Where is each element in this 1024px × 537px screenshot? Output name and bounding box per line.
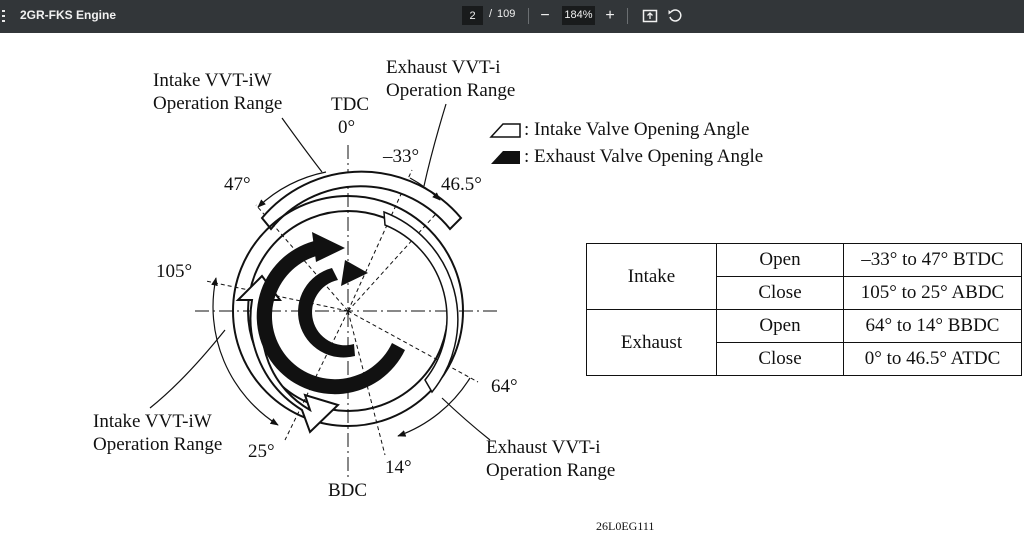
angle-47-label: 47° (224, 174, 251, 195)
table-row: Close 105° to 25° ABDC (587, 276, 1022, 310)
page-number-input[interactable] (462, 6, 483, 25)
table-row: Exhaust Open 64° to 14° BBDC (586, 309, 1022, 376)
table-row: Close 0° to 46.5° ATDC (587, 342, 1022, 376)
zoom-in-button[interactable]: + (605, 7, 615, 24)
table-type-cell: Close (716, 276, 844, 310)
tdc-label: TDC (331, 94, 369, 115)
document-page: Intake VVT-iW Operation Range Exhaust VV… (0, 33, 1024, 537)
menu-icon[interactable] (2, 7, 12, 25)
intake-valve-band (260, 170, 463, 231)
leader-exhaust-top (423, 103, 447, 187)
radial-line-64 (347, 310, 479, 383)
table-value-cell: 0° to 46.5° ATDC (843, 342, 1022, 376)
table-type-cell: Open (716, 309, 844, 343)
fit-page-icon[interactable] (640, 5, 660, 27)
table-value-cell: 105° to 25° ABDC (843, 276, 1022, 310)
exhaust-range-label-top: Exhaust VVT-i Operation Range (386, 57, 516, 101)
intake-legend-icon (489, 123, 521, 138)
angle-105-label: 105° (156, 261, 193, 282)
angle-46-5-label: 46.5° (441, 174, 482, 195)
intake-range-label-bottom: Intake VVT-iW Operation Range (93, 411, 223, 455)
table-group-cell: Exhaust (586, 309, 717, 376)
figure-id: 26L0EG111 (596, 519, 655, 533)
table-row: Intake Open –33° to 47° BTDC (586, 243, 1022, 310)
leader-exhaust-bottom (441, 397, 491, 441)
angle-0-label: 0° (338, 117, 356, 138)
legend-intake-text: : Intake Valve Opening Angle (524, 119, 750, 140)
table-group-cell: Intake (586, 243, 717, 310)
exhaust-arc-inner (298, 268, 355, 358)
angle-25-label: 25° (248, 441, 275, 462)
page-separator: / (489, 8, 493, 20)
radial-line-46-5 (347, 204, 445, 312)
angle-minus33-label: –33° (383, 146, 420, 167)
table-value-cell: 64° to 14° BBDC (843, 309, 1022, 343)
exhaust-legend-icon (491, 151, 520, 164)
radial-line-25 (284, 310, 349, 441)
valve-timing-diagram (149, 103, 521, 480)
bdc-label: BDC (328, 480, 368, 501)
exhaust-arrow-head-outer (312, 232, 345, 262)
intake-range-label-top: Intake VVT-iW Operation Range (153, 70, 283, 114)
exhaust-valve-band (383, 210, 459, 394)
toolbar-divider (627, 8, 628, 24)
zoom-level-input[interactable]: 184% (562, 6, 595, 25)
exhaust-arrow-head-inner (341, 260, 368, 286)
leader-intake-top (281, 117, 323, 173)
angle-64-label: 64° (491, 376, 518, 397)
angle-14-label: 14° (385, 457, 412, 478)
exhaust-range-arc-right (397, 377, 471, 437)
pdf-toolbar: 2GR-FKS Engine / 109 − 184% + (0, 0, 1024, 33)
radial-line-14 (347, 310, 386, 456)
exhaust-range-arc-top (409, 177, 441, 201)
table-type-cell: Open (716, 243, 844, 277)
document-title: 2GR-FKS Engine (20, 8, 117, 22)
rotate-icon[interactable] (665, 5, 685, 27)
intake-range-arc-left (211, 277, 279, 426)
zoom-out-button[interactable]: − (540, 7, 550, 24)
table-type-cell: Close (716, 342, 844, 376)
toolbar-divider (528, 8, 529, 24)
valve-timing-table: Intake Open –33° to 47° BTDC Close 105° … (586, 243, 1022, 376)
page-total: 109 (497, 8, 516, 20)
legend-exhaust-text: : Exhaust Valve Opening Angle (524, 146, 764, 167)
exhaust-arc-outer (256, 240, 405, 395)
exhaust-range-label-bottom: Exhaust VVT-i Operation Range (486, 437, 616, 481)
intake-range-arc-top (257, 171, 327, 208)
table-value-cell: –33° to 47° BTDC (843, 243, 1022, 277)
leader-intake-bottom (149, 329, 226, 409)
